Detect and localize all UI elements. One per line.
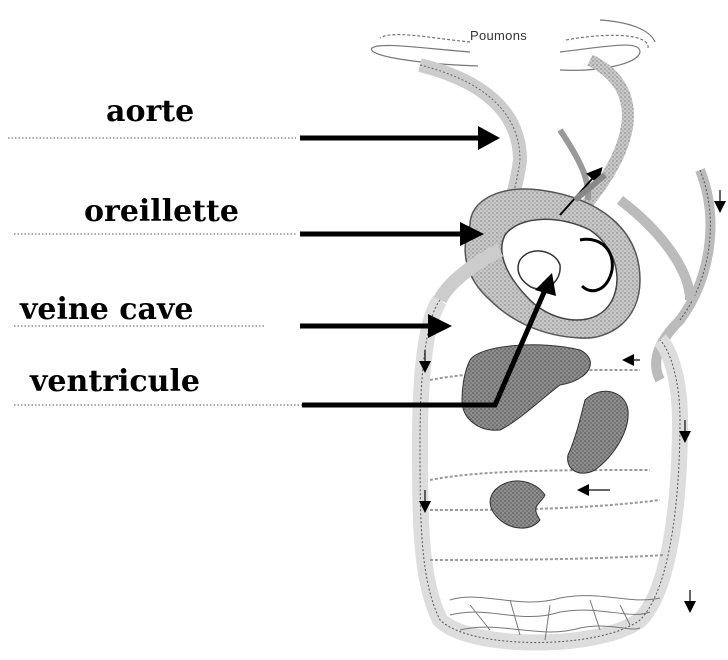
label-veine-cave: veine cave [20,292,193,327]
label-ventricule: ventricule [30,364,200,399]
label-aorte: aorte [106,94,194,129]
organs [462,345,628,528]
arrowhead-aorte [478,126,500,150]
lungs-label: Poumons [470,28,527,43]
label-oreillette: oreillette [84,194,239,229]
